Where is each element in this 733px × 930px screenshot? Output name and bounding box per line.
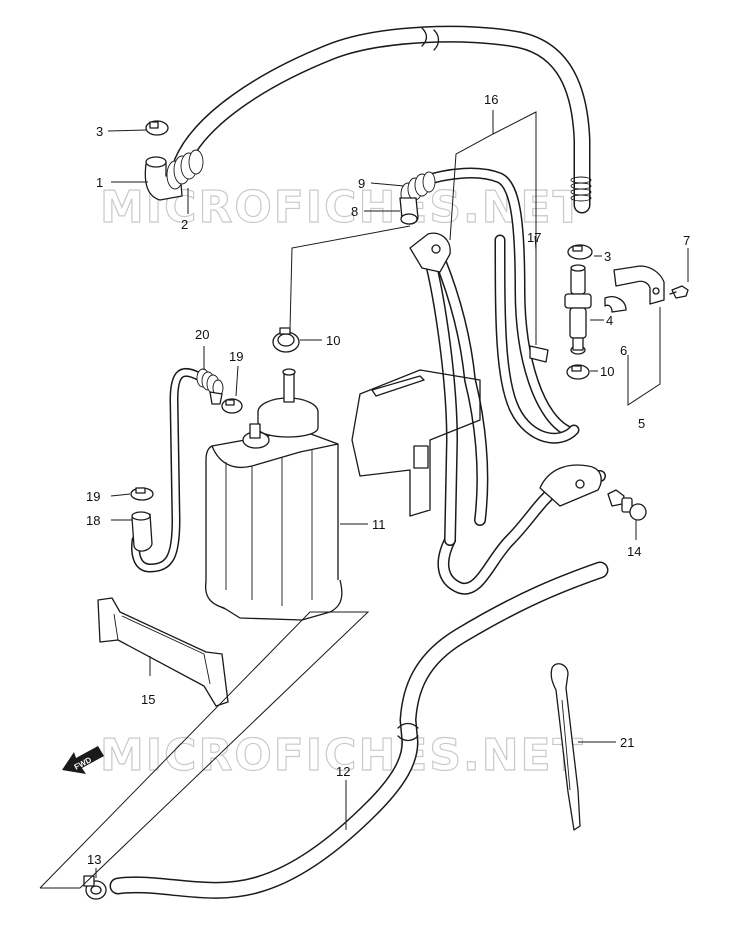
callout-11: 11 (372, 517, 386, 532)
callout-6: 6 (620, 343, 627, 358)
grommet-bolt-part-14 (607, 489, 647, 521)
callout-12: 12 (336, 764, 350, 779)
callout-18: 18 (86, 513, 100, 528)
callout-14: 14 (627, 544, 641, 559)
callout-4: 4 (606, 313, 613, 328)
forward-arrow-icon: FWD (62, 746, 104, 774)
callout-3b: 3 (604, 249, 611, 264)
callout-15: 15 (141, 692, 155, 707)
callout-1: 1 (96, 175, 103, 190)
callout-3a: 3 (96, 124, 103, 139)
callout-16: 16 (484, 92, 498, 107)
bracket-part-6 (604, 265, 665, 313)
callout-5: 5 (638, 416, 645, 431)
leader-lines (39, 110, 689, 889)
elbow-part-18 (131, 511, 153, 552)
callout-9: 9 (358, 176, 365, 191)
valve-part-4 (564, 264, 592, 355)
callout-10a: 10 (326, 333, 340, 348)
callout-17: 17 (527, 230, 541, 245)
hose-part-12 (109, 561, 609, 899)
elbow-part-8 (399, 197, 419, 225)
hose-clamp-part-3-top (145, 120, 169, 136)
pipe-bracket-assembly (351, 232, 606, 595)
hose-part-20 (131, 367, 224, 573)
hose-part-9 (400, 167, 576, 438)
callout-21: 21 (620, 735, 634, 750)
clamp-part-10-left (272, 327, 300, 353)
callout-10b: 10 (600, 364, 614, 379)
callout-8: 8 (351, 204, 358, 219)
tie-strap-part-21 (550, 663, 581, 831)
hose-part-17 (494, 234, 580, 444)
top-hose (173, 25, 592, 214)
watermark-bottom: MICROFICHES.NET (100, 730, 585, 781)
clamp-part-19-upper (221, 398, 243, 414)
callout-19a: 19 (86, 489, 100, 504)
callout-19b: 19 (229, 349, 243, 364)
bolt-part-7 (669, 285, 689, 299)
callout-13: 13 (87, 852, 101, 867)
clamp-part-19-lower (130, 487, 154, 501)
callout-labels: 1 2 3 3 4 5 6 7 8 9 10 10 11 12 13 14 15… (86, 92, 690, 867)
clamp-part-10-right (566, 364, 590, 380)
hose-clamp-part-3-right (567, 244, 593, 260)
canister-part-11 (204, 368, 343, 621)
callout-2: 2 (181, 217, 188, 232)
rubber-boot-part-2 (166, 149, 204, 190)
clamp-part-13 (83, 875, 107, 900)
leader-5-bracket (627, 307, 661, 406)
callout-20: 20 (195, 327, 209, 342)
callout-7: 7 (683, 233, 690, 248)
strap-part-15 (97, 597, 229, 707)
